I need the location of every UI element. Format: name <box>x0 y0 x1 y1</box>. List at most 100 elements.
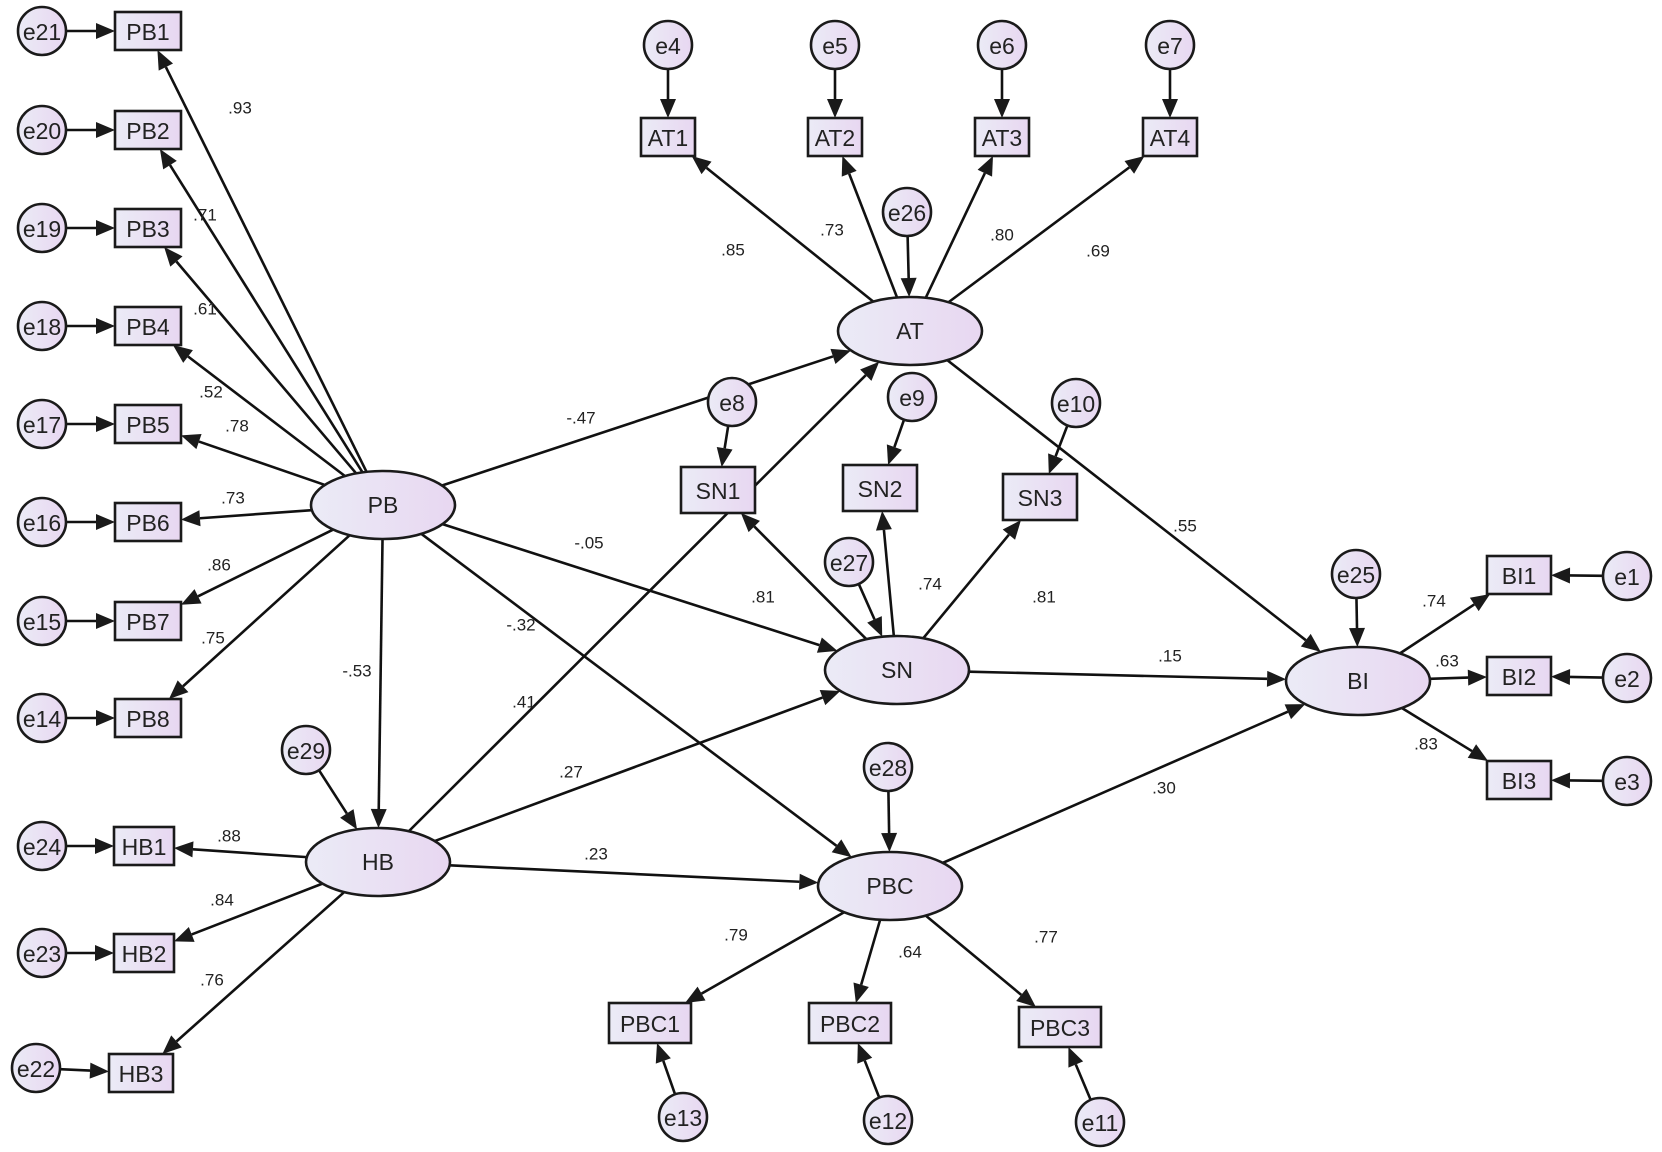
path-arrow-hb-to-sn-arrowhead <box>819 690 841 706</box>
path-arrow-sn-to-bi-arrowhead <box>1266 670 1287 687</box>
error-term-e23-circle <box>16 927 68 979</box>
loading-arrow-pb-to-pb5-line <box>198 440 326 487</box>
indicator-bi3-box <box>1485 759 1553 801</box>
indicator-hb2-label: HB2 <box>122 941 167 967</box>
error-term-e11: e11 <box>1074 1096 1126 1148</box>
error-arrow-e12-to-pbc2-arrowhead <box>857 1043 873 1064</box>
loading-label-pb-pb3: .61 <box>193 300 217 319</box>
error-term-e1: e1 <box>1601 550 1653 602</box>
error-term-e14: e14 <box>16 692 68 744</box>
loading-arrow-pb-to-pb2 <box>159 149 364 474</box>
loading-label-at-at4: .69 <box>1086 242 1110 261</box>
error-arrow-e26-to-at-arrowhead <box>900 277 917 298</box>
latent-sn-ellipse <box>823 634 971 706</box>
error-term-e19: e19 <box>16 202 68 254</box>
loading-arrow-at-to-at1-line <box>705 166 875 303</box>
error-arrow-e11-to-pbc3 <box>1068 1047 1092 1101</box>
error-arrow-e19-to-pb3-arrowhead <box>96 220 115 236</box>
error-term-e7-circle <box>1144 19 1196 71</box>
error-arrow-e28-to-pbc <box>881 790 898 853</box>
loading-arrow-sn-to-sn2 <box>875 511 896 637</box>
loading-arrow-at-to-at2-arrowhead <box>841 156 857 177</box>
latent-bi: BI <box>1284 645 1432 717</box>
error-arrow-e23-to-hb2-arrowhead <box>95 945 114 961</box>
error-arrow-e10-to-sn3-line <box>1054 424 1069 457</box>
indicator-sn1-box <box>679 465 757 515</box>
loading-label-at-at2: .73 <box>820 221 844 240</box>
error-arrow-e26-to-at-line <box>906 235 910 279</box>
indicator-pb1-label: PB1 <box>126 19 169 45</box>
loading-arrow-sn-to-sn1-arrowhead <box>740 513 760 533</box>
loading-label-pbc-pbc2: .64 <box>898 943 922 962</box>
error-term-e1-label: e1 <box>1614 564 1640 590</box>
loading-label-pbc-pbc1: .79 <box>724 926 748 945</box>
indicator-pbc2-box <box>807 1001 893 1045</box>
loading-arrow-pbc-to-pbc1-arrowhead <box>685 986 706 1003</box>
loading-arrow-at-to-at3-arrowhead <box>977 156 993 177</box>
indicator-bi2: BI2 <box>1485 655 1553 697</box>
loading-arrow-pbc-to-pbc1 <box>685 911 845 1003</box>
path-arrow-pb-to-at-line <box>441 355 834 487</box>
error-term-e17-label: e17 <box>23 412 61 438</box>
error-arrow-e17-to-pb5 <box>66 416 115 432</box>
path-arrow-pb-to-sn-arrowhead <box>816 637 838 653</box>
latent-at-ellipse <box>836 295 984 367</box>
indicator-sn3-box <box>1001 472 1079 522</box>
loading-arrow-pbc-to-pbc3-line <box>924 914 1023 996</box>
indicator-sn1-label: SN1 <box>696 478 741 504</box>
error-arrow-e28-to-pbc-arrowhead <box>881 832 898 853</box>
error-arrow-e9-to-sn2-line <box>893 419 906 448</box>
error-term-e7: e7 <box>1144 19 1196 71</box>
error-term-e21-circle <box>16 5 68 57</box>
error-term-e27-label: e27 <box>830 550 868 576</box>
loading-label-pb-pb4: .52 <box>199 383 223 402</box>
error-term-e8: e8 <box>706 376 758 428</box>
path-label-pb-pbc: -.32 <box>506 616 535 635</box>
loading-arrow-pb-to-pb6 <box>181 508 312 527</box>
error-term-e12-circle <box>862 1094 914 1146</box>
error-arrow-e18-to-pb4 <box>66 318 115 334</box>
loading-arrow-bi-to-bi2-arrowhead <box>1467 669 1487 686</box>
indicator-at4: AT4 <box>1141 116 1199 158</box>
loading-arrow-bi-to-bi2 <box>1429 669 1487 686</box>
error-arrow-e15-to-pb7-arrowhead <box>96 613 115 629</box>
error-arrow-e7-to-at4-arrowhead <box>1162 99 1178 118</box>
error-term-e21-label: e21 <box>23 19 61 45</box>
loading-arrow-hb-to-hb1-arrowhead <box>174 841 194 858</box>
path-label-pbc-bi: .30 <box>1152 779 1176 798</box>
error-term-e22-circle <box>10 1042 62 1094</box>
loading-arrow-at-to-at1-arrowhead <box>691 156 712 175</box>
loading-arrow-pb-to-pb4-line <box>187 355 346 478</box>
error-term-e2-label: e2 <box>1614 666 1640 692</box>
loading-arrow-hb-to-hb3-line <box>175 891 346 1043</box>
path-label-hb-pbc: .23 <box>584 845 608 864</box>
indicator-pbc3-label: PBC3 <box>1030 1015 1090 1041</box>
error-arrow-e11-to-pbc3-line <box>1074 1064 1092 1101</box>
error-term-e20-circle <box>16 104 68 156</box>
error-term-e16: e16 <box>16 496 68 548</box>
indicator-bi3: BI3 <box>1485 759 1553 801</box>
error-term-e6-circle <box>976 19 1028 71</box>
error-arrow-e9-to-sn2-arrowhead <box>886 444 902 465</box>
indicator-at1: AT1 <box>639 116 697 158</box>
indicator-sn3: SN3 <box>1001 472 1079 522</box>
error-term-e11-circle <box>1074 1096 1126 1148</box>
indicator-pb7-box <box>113 600 183 642</box>
error-term-e8-label: e8 <box>719 390 745 416</box>
error-term-e19-circle <box>16 202 68 254</box>
error-arrow-e28-to-pbc-line <box>887 790 891 834</box>
latent-sn: SN <box>823 634 971 706</box>
path-arrow-hb-to-at <box>407 361 880 833</box>
error-arrow-e11-to-pbc3-arrowhead <box>1068 1047 1084 1068</box>
loading-arrow-pb-to-pb4-arrowhead <box>172 345 193 363</box>
error-arrow-e4-to-at1-arrowhead <box>660 99 676 118</box>
path-arrow-pb-to-sn-line <box>442 522 820 647</box>
loading-label-sn-sn1: .81 <box>751 588 775 607</box>
error-term-e27-circle <box>823 536 875 588</box>
latent-at: AT <box>836 295 984 367</box>
loading-arrow-pbc-to-pbc3-arrowhead <box>1016 988 1036 1007</box>
indicator-pbc2-label: PBC2 <box>820 1011 880 1037</box>
error-term-e26-circle <box>881 186 933 238</box>
path-arrow-hb-to-at-arrowhead <box>860 361 880 381</box>
error-arrow-e29-to-hb-arrowhead <box>340 809 358 830</box>
